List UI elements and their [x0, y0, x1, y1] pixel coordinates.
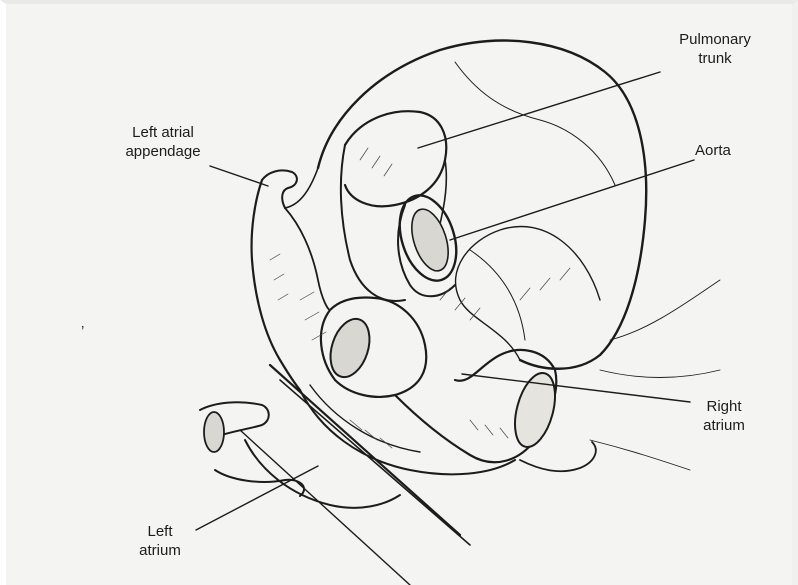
left-atrial-appendage-body — [252, 180, 300, 390]
left-atrium-label: Left atrium — [120, 522, 200, 560]
probe-line-3 — [240, 430, 410, 585]
pulmonary-trunk-shape — [345, 111, 446, 206]
pulmonary-trunk-wall — [341, 145, 405, 301]
surface-strands — [590, 280, 720, 470]
pulmonary-vein-opening — [204, 412, 224, 452]
leader-left-atrium — [196, 466, 318, 530]
leader-pulmonary-trunk — [418, 72, 660, 148]
left-atrium-base — [245, 440, 400, 508]
right-atrium-label: Right atrium — [694, 397, 754, 435]
leader-left-atrial-appendage — [210, 166, 268, 186]
pulmonary-trunk-label: Pulmonary trunk — [660, 30, 770, 68]
left-atrial-appendage-label: Left atrial appendage — [103, 123, 223, 161]
edge-mark: ’ — [78, 322, 84, 341]
leader-aorta — [450, 160, 694, 240]
leader-right-atrium — [462, 374, 690, 402]
ventricle-vessel — [455, 62, 615, 185]
probe-line-2 — [280, 380, 470, 545]
left-atrial-appendage-edge — [285, 208, 330, 310]
vena-cava-ring — [324, 314, 377, 382]
ventricle-surface-line — [456, 226, 600, 360]
probe-line-1 — [270, 365, 460, 535]
ventricle-vessel-2 — [470, 250, 525, 340]
pulmonary-vein-lower — [215, 470, 304, 496]
aorta-label: Aorta — [695, 141, 731, 160]
left-atrial-appendage-shape — [262, 170, 297, 208]
